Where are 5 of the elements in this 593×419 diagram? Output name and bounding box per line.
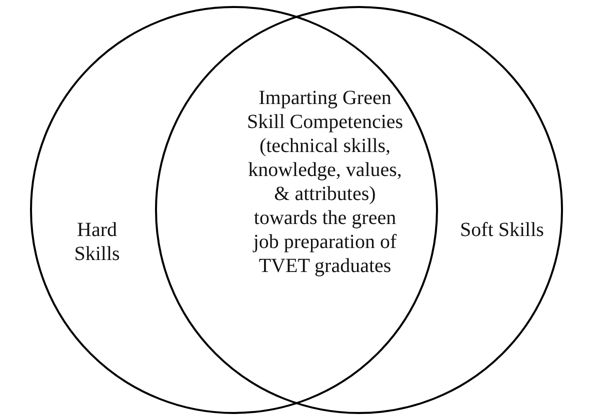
circle-label: Hard Skills [73,218,121,266]
circle-label: Soft Skills [459,218,545,242]
overlap-text: Imparting Green Skill Competencies (technical skills, knowledge, values, & attributes) towards the green job preparation of TVET graduates [245,86,405,278]
venn-circle [155,6,563,414]
venn-circle [30,6,438,414]
